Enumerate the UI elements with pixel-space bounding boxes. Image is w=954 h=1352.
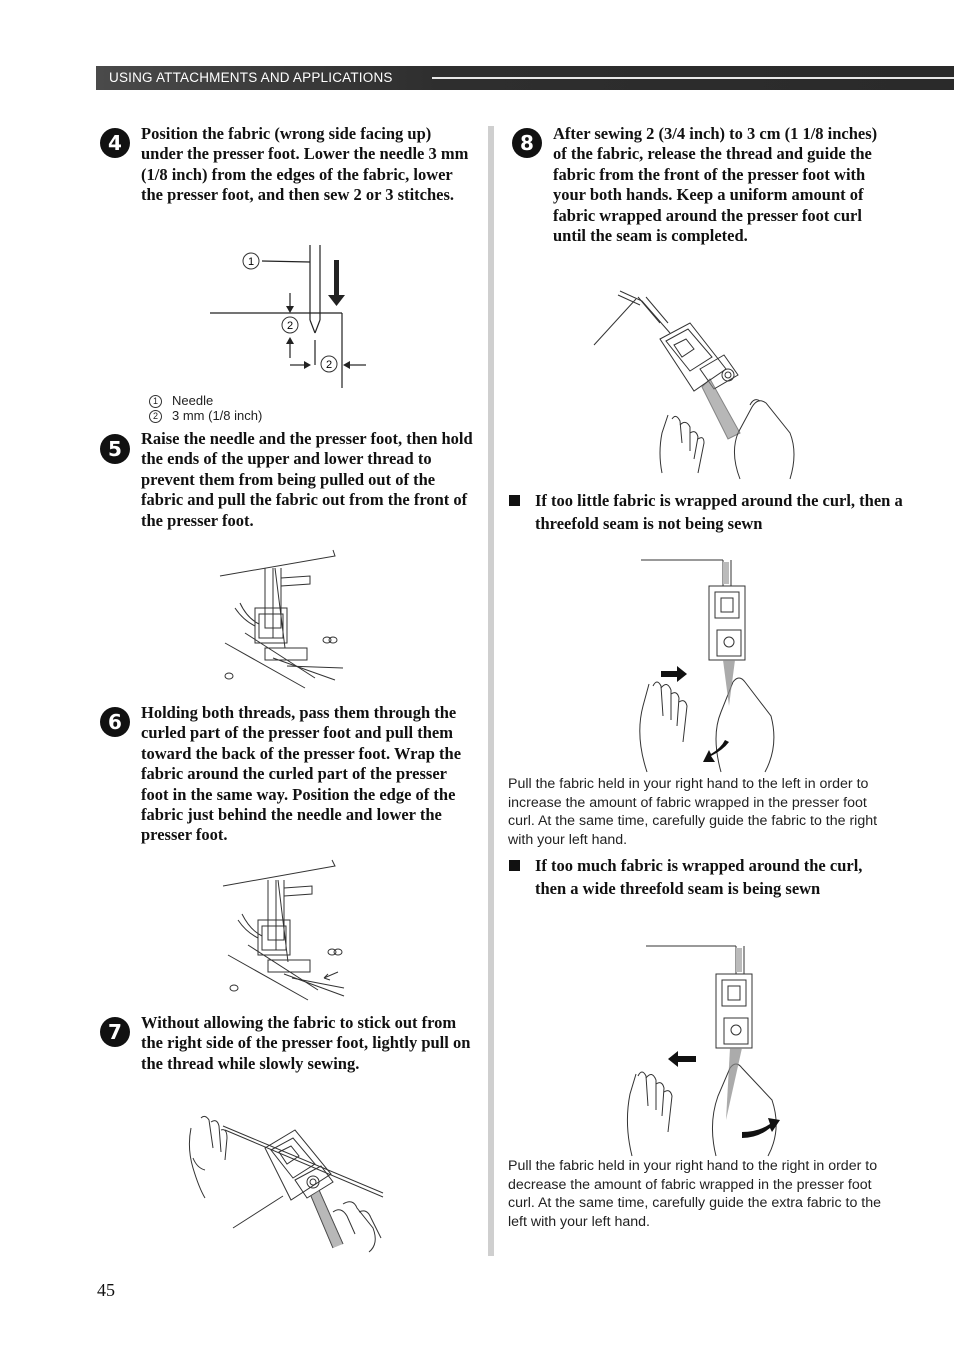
guide-fabric-both-hands-illustration [590, 283, 810, 483]
too-little-fabric-illustration [625, 556, 785, 774]
step-6-badge: 6 [100, 707, 130, 737]
step-5-badge: 5 [100, 434, 130, 464]
legend-label-needle: Needle [172, 393, 214, 408]
legend-label-distance: 3 mm (1/8 inch) [172, 408, 263, 423]
too-much-fabric-illustration [622, 944, 780, 1159]
tip-1-caption: Pull the fabric held in your right hand … [508, 776, 878, 848]
callout-2a: 2 [287, 320, 293, 332]
step-6-text: Holding both threads, pass them through … [141, 703, 462, 845]
step-8-badge: 8 [512, 128, 542, 158]
tip-1-bullet [509, 495, 520, 506]
machine-pull-fabric-illustration [215, 548, 355, 693]
column-divider [488, 126, 494, 1256]
step-7-text: Without allowing the fabric to stick out… [141, 1013, 471, 1073]
tip-2-heading: If too much fabric is wrapped around the… [535, 856, 863, 898]
tip-2-bullet [509, 860, 520, 871]
tip-2-caption: Pull the fabric held in your right hand … [508, 1158, 881, 1230]
header-rule [432, 77, 954, 79]
section-header-bar: USING ATTACHMENTS AND APPLICATIONS [96, 66, 954, 90]
callout-1: 1 [248, 256, 254, 268]
section-title: USING ATTACHMENTS AND APPLICATIONS [109, 70, 393, 85]
legend-item-needle: 1 Needle [149, 393, 262, 408]
step-7-badge: 7 [100, 1017, 130, 1047]
page-number: 45 [97, 1280, 115, 1300]
step-5-text: Raise the needle and the presser foot, t… [141, 429, 473, 530]
step-4-text: Position the fabric (wrong side facing u… [141, 124, 469, 205]
legend-num-2: 2 [149, 410, 162, 423]
slow-sewing-hands-illustration [183, 1108, 393, 1253]
needle-position-diagram: 1 2 2 [200, 240, 390, 390]
step-4-badge: 4 [100, 128, 130, 158]
machine-thread-through-curl-illustration [220, 858, 355, 1003]
callout-2b: 2 [326, 359, 332, 371]
legend-item-distance: 2 3 mm (1/8 inch) [149, 408, 262, 423]
legend-num-1: 1 [149, 395, 162, 408]
diagram-legend: 1 Needle 2 3 mm (1/8 inch) [149, 393, 262, 423]
step-8-text: After sewing 2 (3/4 inch) to 3 cm (1 1/8… [553, 124, 878, 246]
tip-1-heading: If too little fabric is wrapped around t… [535, 491, 903, 533]
